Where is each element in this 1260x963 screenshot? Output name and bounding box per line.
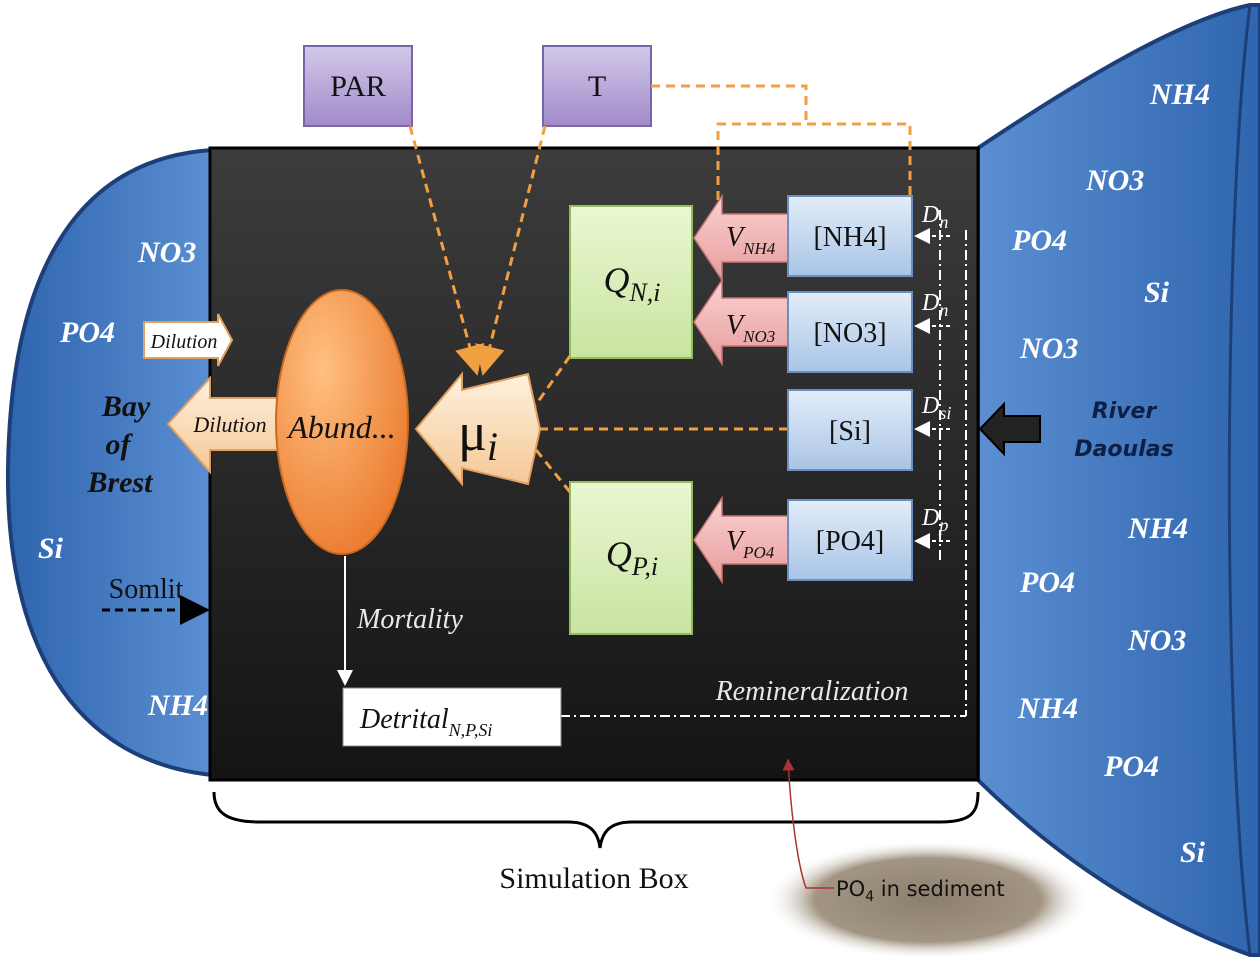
- sediment-pointer: [782, 758, 834, 889]
- detrital-label: DetritalN,P,Si: [359, 704, 492, 740]
- bay-ion-po4: PO4: [59, 316, 115, 349]
- river-ion-si-1: Si: [1144, 276, 1170, 309]
- river-ion-si-2: Si: [1180, 836, 1206, 869]
- po4-box: [787, 499, 913, 581]
- diffusion-arrows: [914, 228, 950, 549]
- river-label: River: [1092, 399, 1158, 424]
- nh4-box: [787, 195, 913, 277]
- nh4-uptake-label: VNH4: [726, 222, 776, 258]
- t-to-growth-line: [475, 125, 547, 376]
- bay-brest-label: Brest: [86, 466, 154, 499]
- no3-uptake-label: VNO3: [726, 310, 775, 346]
- par-input-box: [303, 45, 413, 127]
- river-ion-nh4-1: NH4: [1149, 78, 1210, 111]
- remineralization-label: Remineralization: [715, 676, 909, 707]
- dilution-label: Dilution: [192, 412, 266, 437]
- dilution-tag-label: Dilution: [150, 331, 218, 353]
- river-ion-no3-1: NO3: [1085, 164, 1144, 197]
- temperature-control-lines: [651, 84, 912, 200]
- river-ion-po4-3: PO4: [1103, 750, 1159, 783]
- simulation-box-brace: [212, 791, 980, 849]
- t-input-box: [542, 45, 652, 127]
- sediment-image: [766, 840, 1090, 960]
- bay-of-label: of: [106, 428, 134, 461]
- no3-box: [787, 291, 913, 373]
- t-label: T: [588, 70, 606, 103]
- river-ion-no3-2: NO3: [1019, 332, 1078, 365]
- dp-label: Dp: [921, 505, 948, 535]
- mortality-label: Mortality: [356, 604, 463, 635]
- river-daoulas-label: Daoulas: [1074, 437, 1173, 462]
- detrital-box: [342, 687, 562, 747]
- river-daoulas-water: [976, 2, 1260, 957]
- si-label: [Si]: [829, 416, 871, 447]
- river-diffusion-lines: [939, 210, 967, 716]
- no3-label: [NO3]: [813, 318, 886, 349]
- somlit-label: Somlit: [109, 574, 184, 605]
- simulation-box-label: Simulation Box: [499, 862, 688, 895]
- dn1-label: Dn: [921, 202, 948, 232]
- bay-ion-no3: NO3: [137, 236, 196, 269]
- dilution-tag: [143, 313, 234, 367]
- si-box: [787, 389, 913, 471]
- river-ion-po4-2: PO4: [1019, 566, 1075, 599]
- growth-arrow: [414, 371, 542, 487]
- nh4-label: [NH4]: [813, 222, 886, 253]
- river-ion-po4-1: PO4: [1011, 224, 1067, 257]
- bay-label: Bay: [101, 390, 151, 423]
- qn-label: QN,i: [603, 260, 660, 307]
- bay-of-brest-water: [5, 147, 214, 778]
- qn-pool: [569, 205, 693, 359]
- dn2-label: Dn: [921, 290, 948, 320]
- abundance-label: Abund...: [286, 409, 396, 445]
- po4-uptake-label: VPO4: [726, 526, 775, 562]
- river-ion-nh4-3: NH4: [1017, 692, 1078, 725]
- growth-label: μi: [458, 402, 498, 469]
- qp-pool: [569, 481, 693, 635]
- river-ion-no3-3: NO3: [1127, 624, 1186, 657]
- par-label: PAR: [330, 70, 386, 103]
- river-inflow-arrow: [978, 401, 1041, 457]
- bay-ion-nh4: NH4: [147, 689, 208, 722]
- po4-label: [PO4]: [816, 526, 884, 557]
- par-to-growth-line: [408, 125, 485, 376]
- qp-label: QP,i: [606, 534, 658, 581]
- abundance-ellipse: [275, 289, 409, 555]
- river-ion-nh4-2: NH4: [1127, 512, 1188, 545]
- bay-ion-si: Si: [38, 532, 64, 565]
- river-daoulas-bank: [1227, 4, 1252, 956]
- dsi-label: Dsi: [921, 393, 951, 423]
- sediment-label: PO4 in sediment: [836, 877, 1005, 905]
